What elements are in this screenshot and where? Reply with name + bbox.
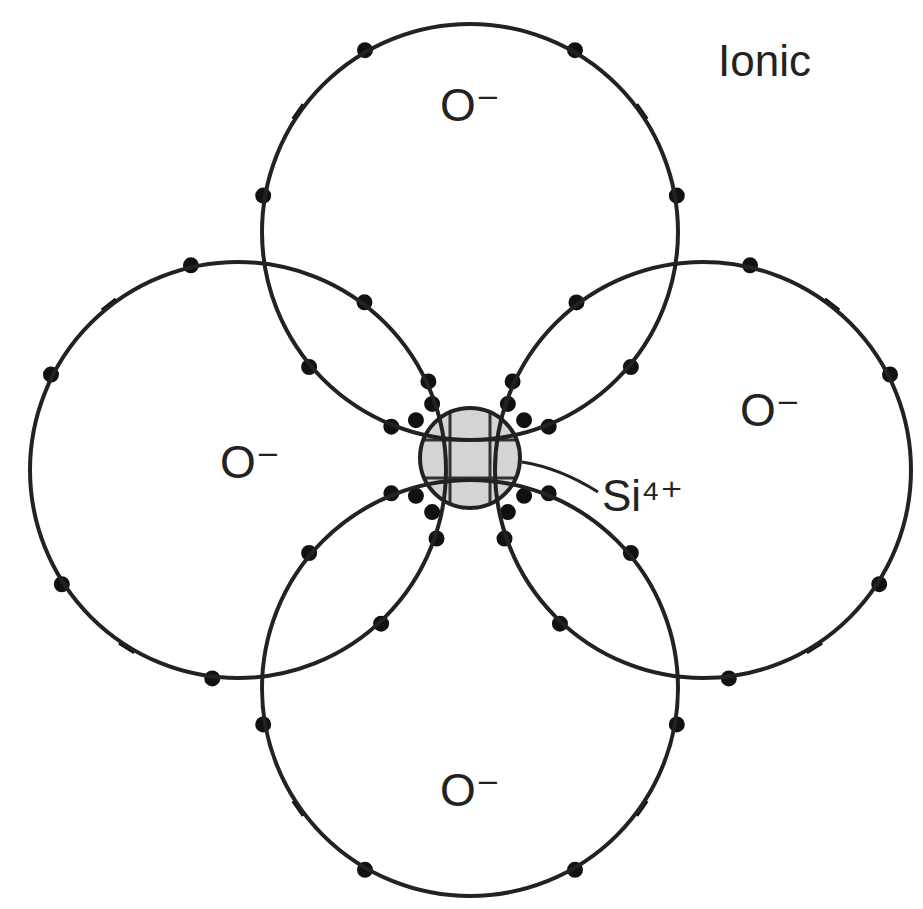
ion-label: Si⁴⁺: [602, 470, 683, 521]
ion-symbol: O⁻: [440, 763, 500, 817]
oxygen-ion-circle: O⁻: [260, 478, 680, 898]
oxygen-ion-circle: O⁻: [28, 260, 448, 680]
electron-dot: [426, 506, 438, 518]
oxygen-ion-circle: O⁻: [260, 22, 680, 442]
electron-dot: [518, 490, 530, 502]
leader-line: [522, 462, 598, 492]
circle-outline: [493, 260, 913, 680]
bond-type-label: Ionic: [718, 36, 811, 86]
circle-outline: [260, 478, 680, 898]
electron-dot: [410, 414, 422, 426]
ion-symbol: O⁻: [740, 383, 800, 437]
oxygen-ion-circle: O⁻: [493, 260, 913, 680]
electron-dot: [410, 490, 422, 502]
electron-dot: [518, 414, 530, 426]
silicon-ion: [420, 408, 520, 508]
ion-symbol: O⁻: [440, 78, 500, 132]
ion-symbol: O⁻: [220, 435, 280, 489]
electron-dot: [502, 506, 514, 518]
